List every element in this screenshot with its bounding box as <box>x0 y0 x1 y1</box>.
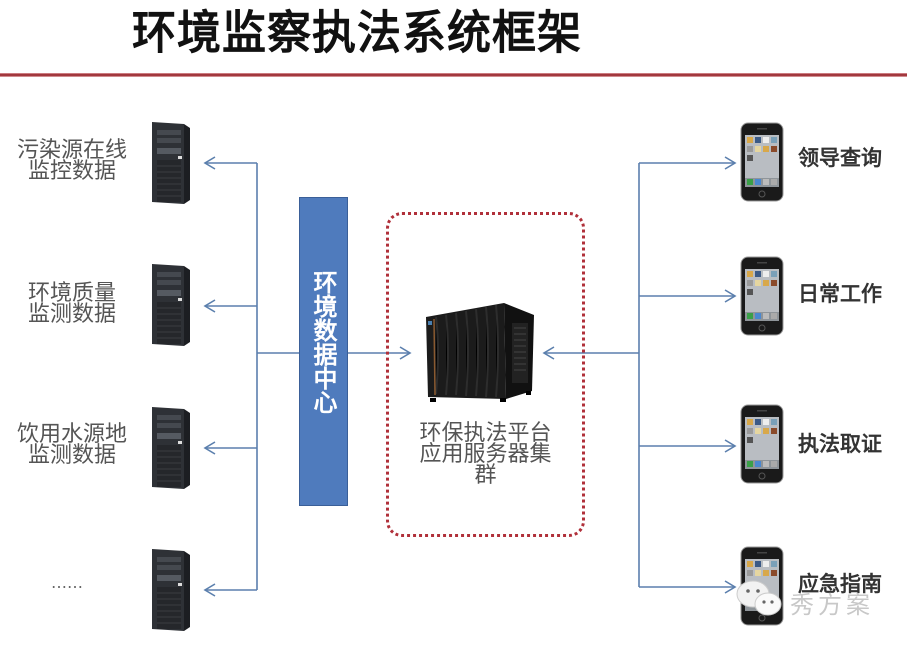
tower-server-icon <box>152 549 190 631</box>
cluster-label-line: 环保执法平台 <box>419 421 552 446</box>
source-label-line: 监测数据 <box>27 443 116 468</box>
destination-label-leader-query: 领导查询 <box>798 146 882 170</box>
source-label-drinking-water: 饮用水源地 监测数据 <box>0 422 147 468</box>
diagram-title: 环境监察执法系统框架 <box>132 6 582 61</box>
tower-server-icon <box>152 264 190 346</box>
destination-label-daily-work: 日常工作 <box>798 282 882 306</box>
source-label-line: 监控数据 <box>27 159 116 184</box>
arrow-head-src-4 <box>203 583 216 597</box>
data-center-label: 环境数据中心 <box>309 269 337 414</box>
source-label-env-quality: 环境质量 监测数据 <box>0 281 147 327</box>
source-label-line: 环境质量 <box>27 281 116 306</box>
arrow-head-src-1 <box>203 156 216 170</box>
destination-label-emergency: 应急指南 <box>798 572 882 596</box>
arrow-head-src-2 <box>203 299 216 313</box>
cluster-label-line: 应用服务器集 <box>419 442 552 467</box>
source-label-more: …… <box>0 572 142 593</box>
arrow-head-dest-2 <box>724 289 737 303</box>
arrow-head-dest-4 <box>724 580 737 594</box>
tower-server-icon <box>152 407 190 489</box>
source-label-line: 污染源在线 <box>16 138 127 163</box>
smartphone-icon <box>740 256 784 336</box>
data-center-block: 环境数据中心 <box>299 197 348 506</box>
tower-server-icon <box>152 122 190 204</box>
cluster-label: 环保执法平台 应用服务器集 群 <box>392 421 579 488</box>
source-label-pollution: 污染源在线 监控数据 <box>0 138 147 184</box>
cluster-label-line: 群 <box>474 463 497 488</box>
smartphone-icon <box>740 404 784 484</box>
smartphone-icon <box>740 122 784 202</box>
arrow-head-dest-3 <box>724 439 737 453</box>
app-server-cluster-box <box>386 212 585 537</box>
wechat-logo-icon <box>736 580 782 616</box>
source-label-line: 监测数据 <box>27 302 116 327</box>
cube-server-icon <box>426 303 534 402</box>
watermark-text: 秀方案 <box>790 591 874 619</box>
destination-label-evidence: 执法取证 <box>798 432 882 456</box>
source-label-line: …… <box>51 573 83 592</box>
arrow-head-cluster-left <box>399 346 412 360</box>
arrow-head-cluster-right <box>542 346 555 360</box>
title-divider <box>0 73 907 77</box>
source-label-line: 饮用水源地 <box>16 422 127 447</box>
arrow-head-src-3 <box>203 441 216 455</box>
arrow-head-dest-1 <box>724 156 737 170</box>
